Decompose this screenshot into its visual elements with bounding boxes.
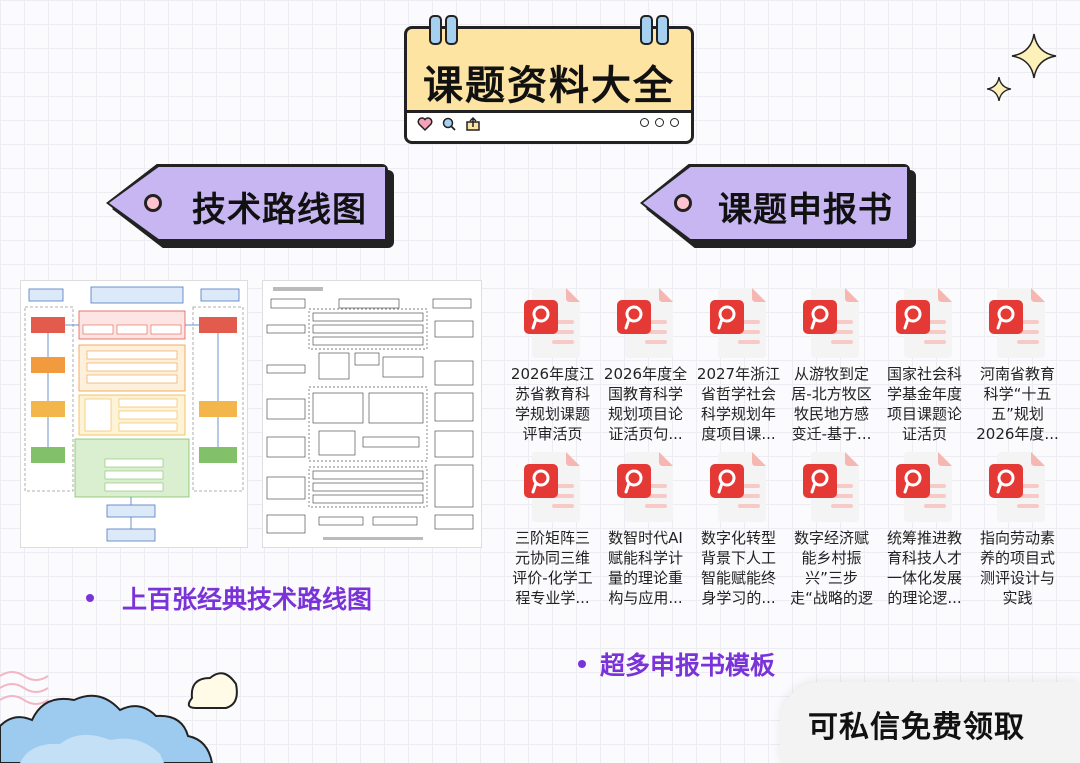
pdf-file-icon <box>523 452 580 522</box>
binder-ring-icon <box>640 15 653 45</box>
page-title: 课题资料大全 <box>423 63 675 109</box>
pdf-file-icon <box>709 288 766 358</box>
search-icon <box>442 117 456 131</box>
tag-hole-icon <box>144 194 162 212</box>
tag-label: 课题申报书 <box>718 190 893 230</box>
binder-ring-icon <box>445 15 458 45</box>
bullet-icon <box>578 660 586 668</box>
bullet-icon <box>86 594 94 602</box>
file-name: 国家社会科学基金年度项目课题论证活页 <box>886 365 962 443</box>
pdf-file-item[interactable]: 从游牧到定居-北方牧区牧民地方感变迁-基于... <box>785 286 878 444</box>
pdf-file-item[interactable]: 2026年度江苏省教育科学规划课题评审活页 <box>506 286 599 444</box>
pdf-file-icon <box>709 452 766 522</box>
roadmap-thumbnail <box>262 280 482 548</box>
file-name: 2026年度江苏省教育科学规划课题评审活页 <box>510 365 595 443</box>
pdf-file-icon <box>895 288 952 358</box>
pdf-file-icon <box>988 288 1045 358</box>
pdf-file-icon <box>802 288 859 358</box>
cta-text: 可私信免费领取 <box>808 710 1025 745</box>
pdf-file-item[interactable]: 国家社会科学基金年度项目课题论证活页 <box>878 286 971 444</box>
proposal-file-grid: 2026年度江苏省教育科学规划课题评审活页 2026年度全国教育科学规划项目论证… <box>506 286 1066 608</box>
pdf-file-item[interactable]: 2027年浙江省哲学社会科学规划年度项目课... <box>692 286 785 444</box>
pdf-file-item[interactable]: 三阶矩阵三元协同三维评价-化学工程专业学... <box>506 450 599 608</box>
pdf-file-icon <box>802 452 859 522</box>
caption-roadmaps: 上百张经典技术路线图 <box>86 580 372 616</box>
tag-proposal: 课题申报书 <box>640 164 916 248</box>
pdf-file-item[interactable]: 统筹推进教育科技人才一体化发展的理论逻... <box>878 450 971 608</box>
tag-hole-icon <box>674 194 692 212</box>
binder-ring-icon <box>429 15 442 45</box>
file-name: 2026年度全国教育科学规划项目论证活页句... <box>603 365 688 443</box>
pdf-file-item[interactable]: 2026年度全国教育科学规划项目论证活页句... <box>599 286 692 444</box>
file-name: 数智时代AI赋能科学计量的理论重构与应用... <box>607 529 683 607</box>
file-name: 数字化转型背景下人工智能赋能终身学习的... <box>700 529 776 607</box>
file-name: 统筹推进教育科技人才一体化发展的理论逻... <box>886 529 962 607</box>
caption-text: 上百张经典技术路线图 <box>122 585 373 614</box>
more-dots-icon <box>640 118 679 127</box>
file-name: 三阶矩阵三元协同三维评价-化学工程专业学... <box>512 529 593 607</box>
file-name: 从游牧到定居-北方牧区牧民地方感变迁-基于... <box>791 365 872 443</box>
pdf-file-icon <box>523 288 580 358</box>
caption-text: 超多申报书模板 <box>600 651 776 680</box>
pdf-file-icon <box>895 452 952 522</box>
file-name: 数字经济赋能乡村振兴”三步走“战略的逻辑进... <box>790 529 873 607</box>
tag-label: 技术路线图 <box>192 190 367 230</box>
sparkle-icon <box>986 76 1012 102</box>
title-card: 课题资料大全 <box>404 15 694 144</box>
pdf-file-icon <box>616 452 673 522</box>
pdf-file-icon <box>616 288 673 358</box>
pdf-file-icon <box>988 452 1045 522</box>
share-icon <box>466 116 480 131</box>
file-name: 2027年浙江省哲学社会科学规划年度项目课... <box>696 365 781 443</box>
binder-ring-icon <box>656 15 669 45</box>
wave-decoration <box>0 671 49 705</box>
pdf-file-item[interactable]: 指向劳动素养的项目式测评设计与实践 <box>971 450 1064 608</box>
cloud-icon <box>0 672 238 763</box>
roadmap-thumbnail <box>20 280 248 548</box>
file-name: 指向劳动素养的项目式测评设计与实践 <box>979 529 1055 607</box>
tag-tech-roadmap: 技术路线图 <box>106 164 394 248</box>
pdf-file-item[interactable]: 数字经济赋能乡村振兴”三步走“战略的逻辑进... <box>785 450 878 608</box>
caption-templates: 超多申报书模板 <box>578 646 775 682</box>
sparkle-icon <box>1011 33 1057 79</box>
heart-icon <box>417 117 433 132</box>
title-toolbar <box>407 110 691 141</box>
file-name: 河南省教育科学“十五五”规划2026年度... <box>976 365 1059 443</box>
pdf-file-item[interactable]: 河南省教育科学“十五五”规划2026年度... <box>971 286 1064 444</box>
pdf-file-item[interactable]: 数智时代AI赋能科学计量的理论重构与应用... <box>599 450 692 608</box>
cta-panel[interactable]: 可私信免费领取 <box>780 682 1080 763</box>
pdf-file-item[interactable]: 数字化转型背景下人工智能赋能终身学习的... <box>692 450 785 608</box>
